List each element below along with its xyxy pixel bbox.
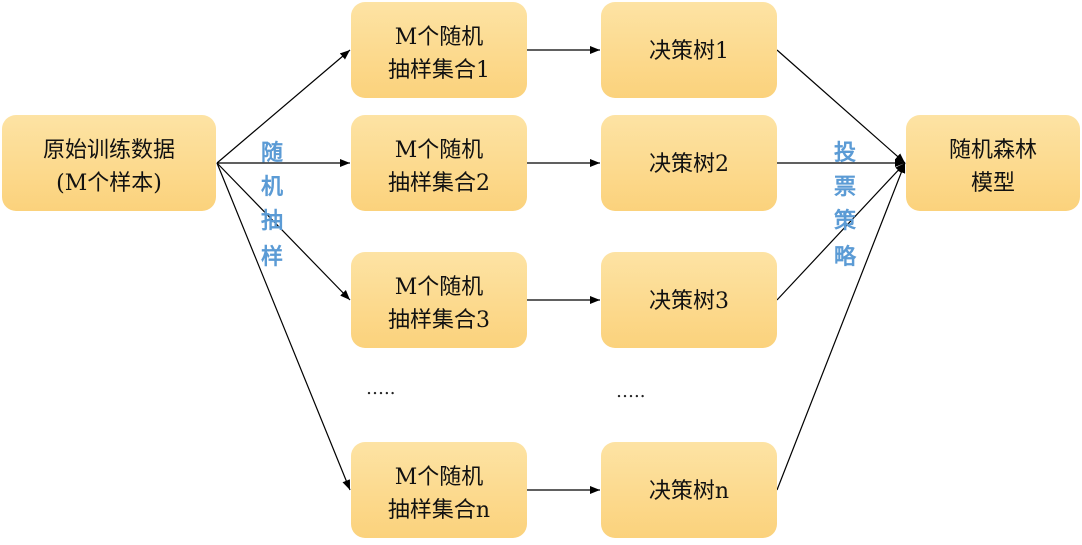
sample-line2: 抽样集合2 (388, 171, 490, 196)
vote-arrow (776, 162, 906, 301)
sampling-char: 随 (261, 140, 283, 166)
voting-label: 投 票 策 略 (834, 140, 857, 270)
arrows (216, 46, 906, 494)
sampling-label: 随 机 抽 样 (261, 140, 283, 270)
sampling-arrow (216, 49, 351, 164)
tree-label: 决策树n (649, 479, 729, 504)
sampling-char: 抽 (261, 208, 283, 234)
result-line2: 模型 (971, 171, 1015, 196)
tree-label: 决策树3 (649, 289, 729, 314)
tree-box: 决策树1 (601, 2, 777, 98)
tree-box: 决策树n (601, 442, 777, 538)
source-line2: (M个样本) (56, 171, 162, 196)
tree-label: 决策树1 (649, 39, 729, 64)
sampling-arrow (216, 162, 351, 301)
voting-char: 策 (834, 208, 857, 234)
sample-line2: 抽样集合3 (388, 308, 490, 333)
vote-arrow (776, 49, 906, 164)
tree-box: 决策树3 (601, 252, 777, 348)
trees-ellipsis: ….. (616, 381, 645, 402)
sampling-char: 样 (261, 244, 283, 270)
voting-char: 略 (834, 244, 857, 270)
sample-line2: 抽样集合n (388, 498, 490, 523)
sample-line2: 抽样集合1 (388, 58, 490, 83)
result-line1: 随机森林 (949, 138, 1037, 163)
tree-label: 决策树2 (649, 152, 729, 177)
sampling-arrow (216, 162, 351, 491)
source-line1: 原始训练数据 (43, 138, 175, 163)
source-box: 原始训练数据 (M个样本) (2, 115, 216, 211)
sample-line1: M个随机 (395, 465, 484, 490)
sample-line1: M个随机 (395, 25, 484, 50)
vote-arrow (776, 162, 906, 491)
sample-line1: M个随机 (395, 138, 484, 163)
result-box: 随机森林 模型 (906, 115, 1080, 211)
samples-ellipsis: ….. (366, 378, 395, 399)
tree-box: 决策树2 (601, 115, 777, 211)
voting-char: 投 (834, 140, 856, 166)
sample-line1: M个随机 (395, 275, 484, 300)
voting-char: 票 (834, 174, 856, 200)
sampling-char: 机 (261, 174, 283, 200)
